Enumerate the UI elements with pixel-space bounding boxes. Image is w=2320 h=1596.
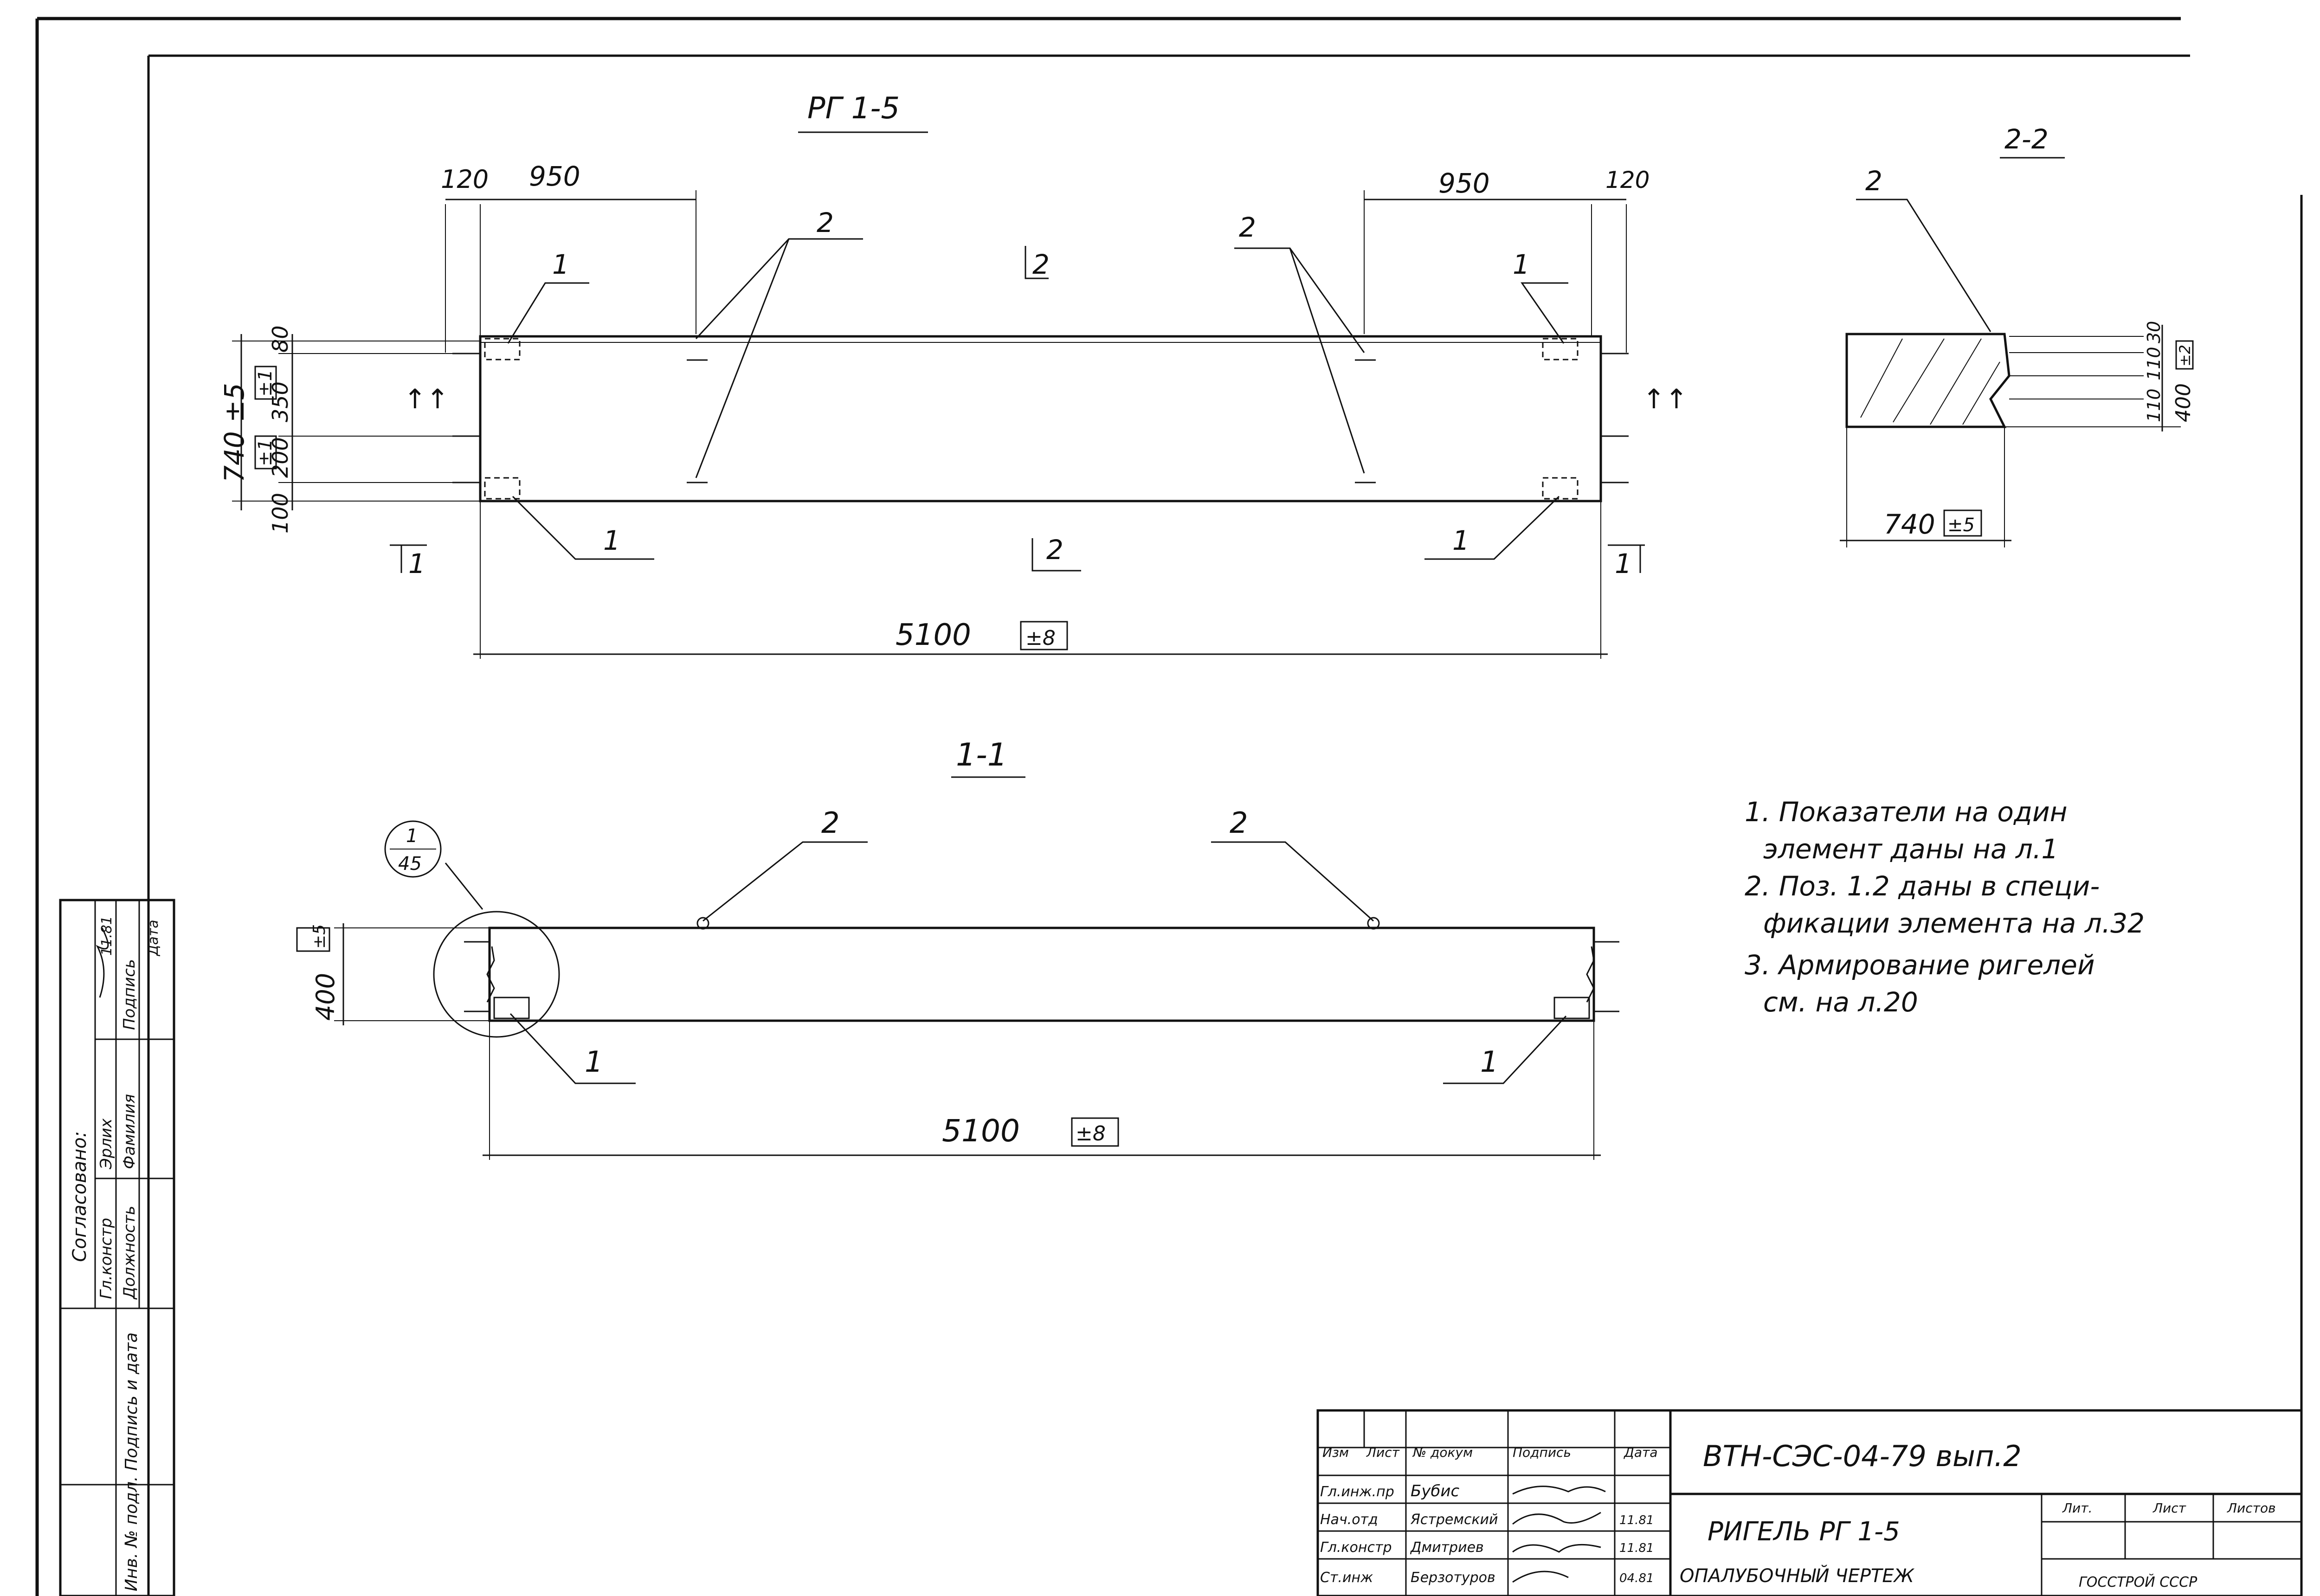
dim-width: 740 ±5 — [219, 383, 250, 483]
s22-d110: 110 — [2144, 347, 2164, 380]
s22-hatch — [1860, 338, 2000, 425]
plan-arrow-right: ↑↑ — [1643, 383, 1688, 415]
tb-sheets: Листов — [2227, 1500, 2276, 1516]
s22-d110b: 110 — [2144, 388, 2164, 422]
s11-pos1-left: 1 — [585, 1045, 603, 1079]
note-line-1: 1. Показатели на один — [1745, 796, 2068, 828]
note-line-6: см. на л.20 — [1763, 986, 1918, 1018]
s11-pos2-right: 2 — [1230, 806, 1248, 840]
note-line-3: 2. Поз. 1.2 даны в специ- — [1745, 870, 2100, 902]
dim-left-120: 120 — [441, 165, 489, 194]
dim-350: 350 — [268, 381, 293, 422]
tb-h-izm: Изм — [1322, 1445, 1349, 1460]
side-signature — [96, 927, 109, 998]
dim-left-950: 950 — [529, 161, 580, 192]
plan-title: РГ 1-5 — [807, 91, 900, 126]
section-2-2: 2-2 2 30 110 110 400 ±2 740 ±5 — [1840, 123, 2195, 547]
tb-r2-role: Нач.отд — [1320, 1512, 1378, 1528]
tb-r1-name: Бубис — [1411, 1482, 1460, 1500]
s22-height: 400 — [2172, 383, 2195, 422]
tb-r1-role: Гл.инж.пр — [1320, 1484, 1394, 1500]
dim-width-tol-a: ±1 — [255, 369, 276, 397]
s22-title: 2-2 — [2004, 123, 2049, 155]
s11-height: 400 — [311, 973, 340, 1021]
s11-length: 5100 — [942, 1113, 1020, 1149]
plan-arrow-left: ↑↑ — [404, 383, 449, 415]
section-1-1: 1-1 ±5 400 1 45 2 2 1 1 5100 — [296, 737, 1619, 1160]
side-r2-c3: Подпись — [120, 959, 139, 1030]
s11-callout-bottom: 45 — [398, 853, 422, 875]
dim-total-length: 5100 — [896, 618, 971, 652]
tb-r3-role: Гл.констр — [1320, 1539, 1392, 1556]
dim-80: 80 — [268, 325, 293, 353]
tb-r4-date: 04.81 — [1619, 1571, 1654, 1585]
plan-pos1-tr: 1 — [1513, 249, 1530, 280]
tb-name-2: ОПАЛУБОЧНЫЙ ЧЕРТЕЖ — [1680, 1564, 1915, 1587]
side-r1-c4: 11.81 — [99, 916, 115, 956]
s11-pos2-left: 2 — [821, 806, 839, 840]
s22-height-tol: ±2 — [2176, 345, 2194, 367]
tb-name-1: РИГЕЛЬ РГ 1-5 — [1708, 1517, 1900, 1547]
dim-length-tolerance: ±8 — [1025, 626, 1056, 650]
tb-sheet: Лист — [2152, 1500, 2186, 1516]
tb-r4-role: Ст.инж — [1320, 1570, 1373, 1586]
tb-org: ГОССТРОЙ СССР — [2079, 1574, 2198, 1590]
s11-title: 1-1 — [956, 737, 1007, 773]
tb-h-podpis: Подпись — [1513, 1445, 1571, 1460]
notes: 1. Показатели на один элемент даны на л.… — [1745, 796, 2145, 1018]
note-line-5: 3. Армирование ригелей — [1745, 949, 2095, 981]
s22-width: 740 — [1884, 508, 1935, 540]
plan-sect1-left: 1 — [408, 548, 425, 579]
plan-view: РГ 1-5 120 950 950 120 — [219, 91, 1688, 659]
plan-pos1-tl: 1 — [552, 249, 569, 280]
tb-r4-name: Берзотуров — [1411, 1570, 1495, 1586]
s22-d30: 30 — [2144, 321, 2164, 343]
plan-sect2-bottom: 2 — [1046, 534, 1063, 566]
side-r2-c4: Дата — [145, 920, 161, 957]
tb-lit: Лит. — [2062, 1500, 2092, 1516]
dim-right-950: 950 — [1438, 167, 1490, 199]
plan-pos2-right: 2 — [1239, 212, 1256, 243]
tb-r3-date: 11.81 — [1619, 1541, 1654, 1555]
side-r1-c1: Гл.констр — [97, 1218, 116, 1299]
s22-pos2: 2 — [1865, 165, 1882, 197]
side-stamp: Согласовано: Гл.констр Эрлих 11.81 Должн… — [59, 899, 175, 1596]
tb-signatures — [1512, 1486, 1606, 1583]
plan-pos1-bl: 1 — [603, 525, 620, 556]
tb-h-data: Дата — [1623, 1445, 1658, 1460]
tb-h-list: Лист — [1366, 1445, 1400, 1460]
s11-pos1-right: 1 — [1480, 1045, 1498, 1079]
dim-200: 200 — [268, 437, 293, 478]
tb-h-doc: № докум — [1412, 1445, 1473, 1460]
title-block: Изм Лист № докум Подпись Дата Гл.инж.пр … — [1316, 1409, 2303, 1596]
tb-r2-name: Ястремский — [1410, 1512, 1498, 1528]
tb-code: ВТН-СЭС-04-79 вып.2 — [1703, 1439, 2022, 1473]
side-r2-c1: Должность — [120, 1206, 139, 1300]
plan-pos1-br: 1 — [1452, 525, 1469, 556]
dim-width-tol-b: ±1 — [255, 439, 276, 466]
side-inv-podl: Инв. № подл. — [122, 1476, 141, 1591]
note-line-2: элемент даны на л.1 — [1763, 833, 2058, 865]
s11-height-tol: ±5 — [310, 924, 329, 949]
dim-100: 100 — [268, 493, 293, 534]
dim-right-120: 120 — [1605, 167, 1650, 193]
side-r2-c2: Фамилия — [120, 1094, 139, 1169]
plan-sect1-right: 1 — [1615, 548, 1632, 579]
sheet-frame — [35, 17, 2303, 1596]
s22-width-tol: ±5 — [1947, 515, 1975, 536]
s11-callout-top: 1 — [406, 825, 418, 847]
note-line-4: фикации элемента на л.32 — [1763, 907, 2145, 939]
plan-sect2-top: 2 — [1032, 249, 1050, 280]
side-r1-c2: Эрлих — [97, 1118, 116, 1170]
plan-pos2-left: 2 — [817, 207, 834, 238]
tb-r2-date: 11.81 — [1619, 1513, 1654, 1527]
side-header: Согласовано: — [69, 1131, 90, 1262]
side-podpis-data: Подпись и дата — [122, 1332, 141, 1471]
tb-r3-name: Дмитриев — [1410, 1539, 1484, 1556]
s11-length-tolerance: ±8 — [1076, 1122, 1106, 1146]
